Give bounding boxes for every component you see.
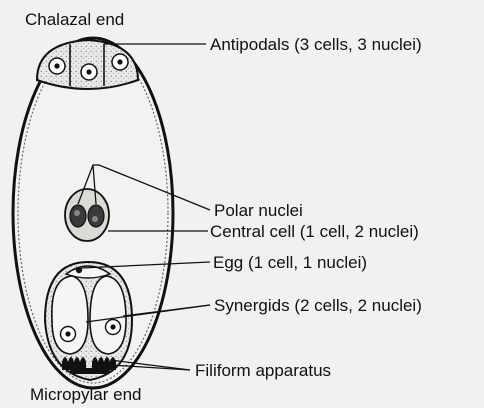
synergid-left	[52, 276, 88, 354]
label-chalazal-end: Chalazal end	[25, 10, 124, 30]
egg-apparatus	[45, 262, 132, 380]
label-central-cell: Central cell (1 cell, 2 nuclei)	[210, 222, 419, 242]
label-egg: Egg (1 cell, 1 nuclei)	[213, 253, 367, 273]
label-polar-nuclei: Polar nuclei	[214, 201, 303, 221]
label-micropylar-end: Micropylar end	[30, 385, 142, 405]
label-filiform-apparatus: Filiform apparatus	[195, 361, 331, 381]
label-synergids: Synergids (2 cells, 2 nuclei)	[214, 296, 422, 316]
synergid-right	[90, 276, 126, 354]
label-antipodals: Antipodals (3 cells, 3 nuclei)	[210, 35, 422, 55]
egg-nucleus	[76, 267, 82, 273]
antipodal-cells	[37, 40, 138, 89]
central-cell	[65, 189, 109, 241]
